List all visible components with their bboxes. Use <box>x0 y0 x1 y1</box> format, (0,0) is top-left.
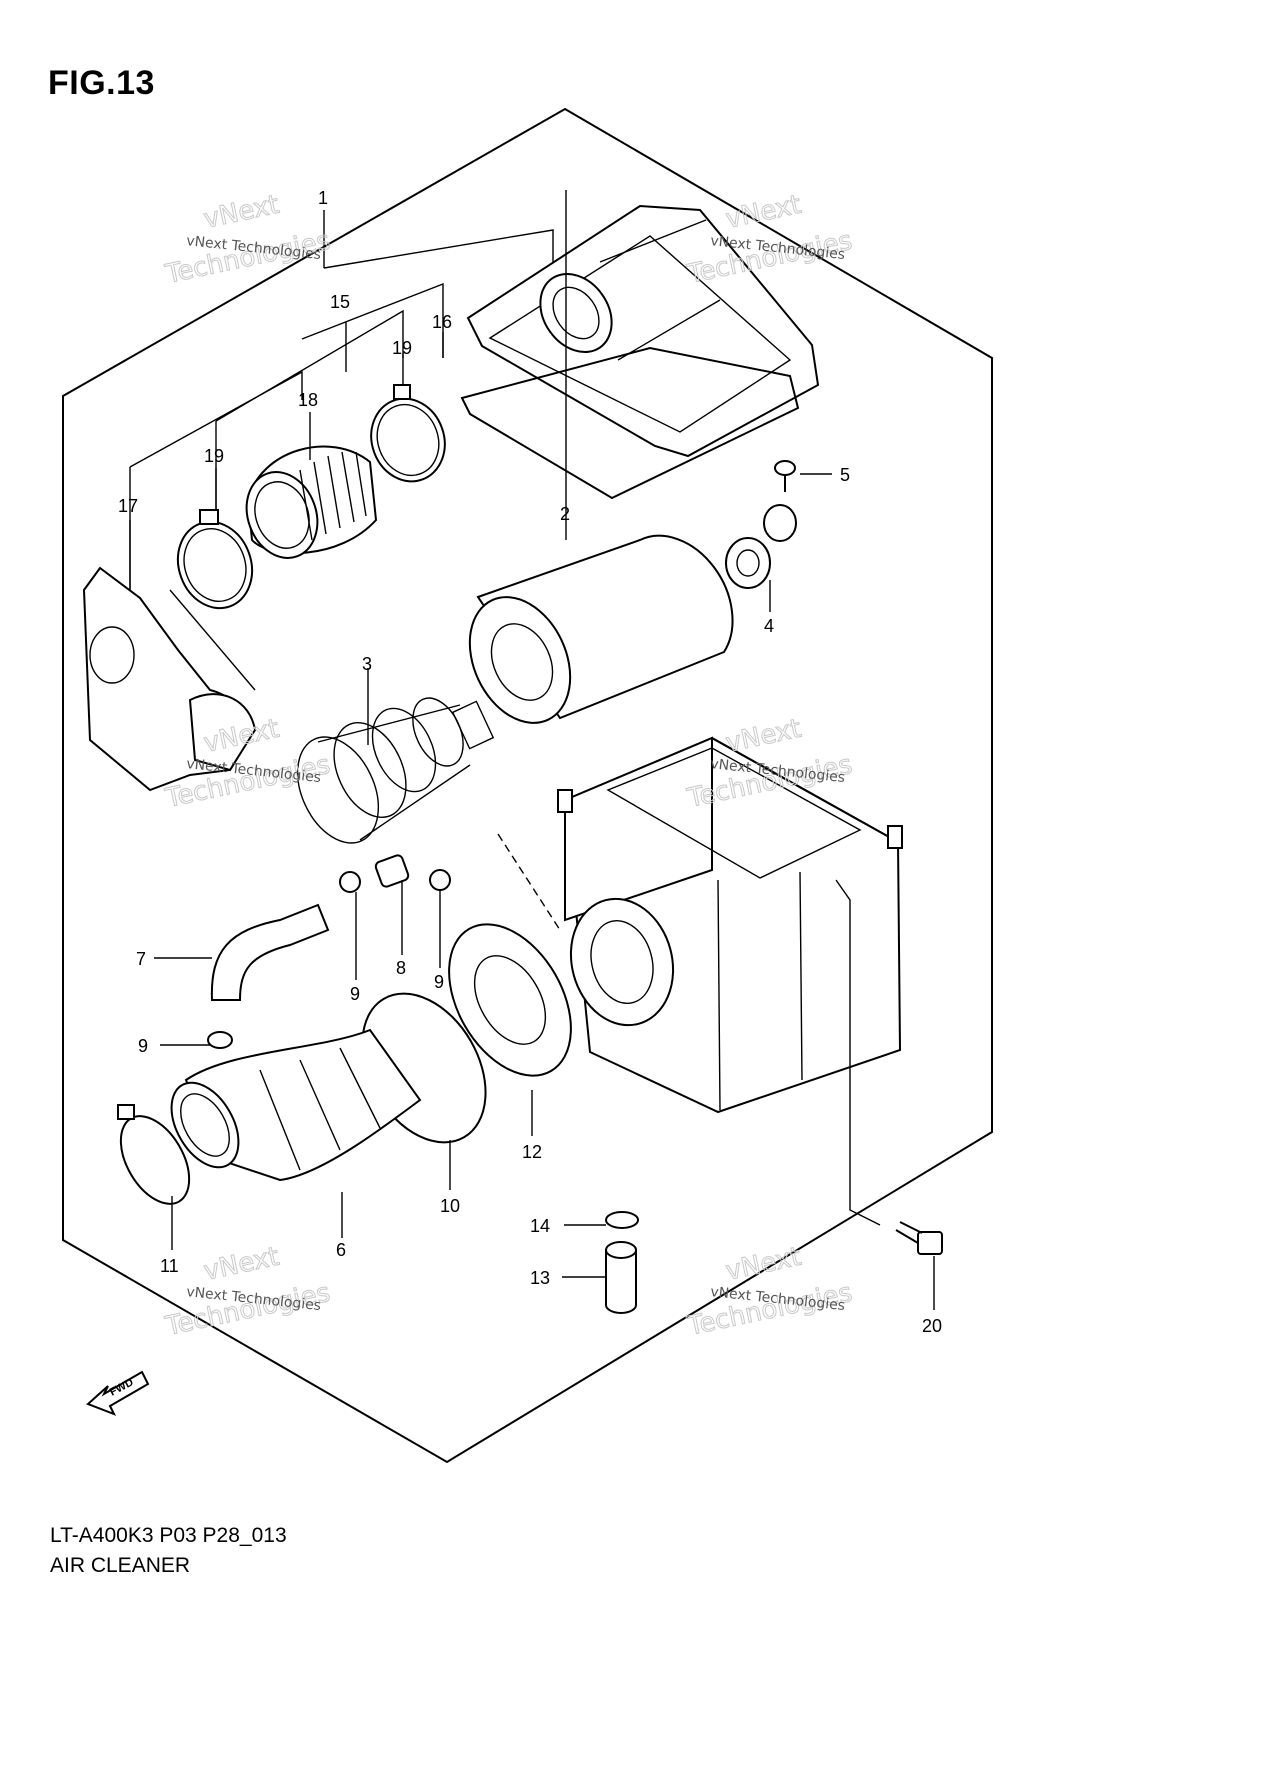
hose-joint <box>374 854 410 888</box>
clip-9-a <box>339 871 361 893</box>
inlet-tube <box>170 1028 422 1182</box>
clamp-11 <box>117 1104 191 1205</box>
outlet-duct <box>82 566 257 792</box>
callout-17: 17 <box>118 496 138 516</box>
callout-14: 14 <box>530 1216 550 1236</box>
drain-cap-13 <box>605 1241 637 1314</box>
svg-text:vNext: vNext <box>723 190 804 235</box>
watermark-bottom-right: vNext Technologies vNext Technologies <box>684 1241 856 1342</box>
filter-cage <box>296 697 495 844</box>
figure-title: FIG.13 <box>48 64 155 102</box>
callout-11: 11 <box>160 1256 179 1276</box>
svg-text:vNext: vNext <box>201 1242 282 1287</box>
callout-2: 2 <box>560 504 570 524</box>
air-cleaner-case <box>557 736 903 1114</box>
intake-screen <box>448 923 572 1077</box>
clamp-19-right <box>370 384 446 483</box>
air-filter-element <box>468 534 734 724</box>
clip-9-c <box>207 1031 233 1049</box>
callout-6: 6 <box>336 1240 346 1260</box>
callout-19-a: 19 <box>204 446 224 466</box>
forward-arrow-icon: FWD <box>86 1370 150 1416</box>
svg-text:vNext: vNext <box>723 1242 804 1287</box>
breather-hose <box>210 903 330 1001</box>
assembly-name: AIR CLEANER <box>50 1554 191 1577</box>
clip-14 <box>605 1211 639 1229</box>
air-cleaner-cap <box>466 204 820 458</box>
watermark-bottom-left: vNext Technologies vNext Technologies <box>162 1241 334 1342</box>
model-code: LT-A400K3 P03 P28_013 <box>50 1524 287 1547</box>
callout-9-a: 9 <box>350 984 360 1004</box>
assembly-boundary <box>62 107 993 1464</box>
callout-3: 3 <box>362 654 372 674</box>
callout-12: 12 <box>522 1142 542 1162</box>
svg-text:vNext: vNext <box>723 714 804 759</box>
leader-lines <box>129 190 935 1310</box>
callout-20: 20 <box>922 1316 942 1336</box>
callout-7: 7 <box>136 949 146 969</box>
clip-9-b <box>429 869 451 891</box>
callout-labels: 1 2 3 4 5 6 7 8 9 9 9 10 11 12 13 14 15 … <box>118 188 942 1336</box>
callout-10: 10 <box>440 1196 460 1216</box>
callout-9-b: 9 <box>434 972 444 992</box>
callout-4: 4 <box>764 616 774 636</box>
callout-13: 13 <box>530 1268 550 1288</box>
callout-9-c: 9 <box>138 1036 148 1056</box>
watermark-top-right: vNext Technologies vNext Technologies <box>684 189 856 290</box>
diagram-caption: LT-A400K3 P03 P28_013 AIR CLEANER <box>50 1521 287 1581</box>
callout-5: 5 <box>840 465 850 485</box>
callout-1: 1 <box>318 188 328 208</box>
svg-text:vNext: vNext <box>201 190 282 235</box>
callout-16: 16 <box>432 312 452 332</box>
callout-15: 15 <box>330 292 350 312</box>
intake-bellows <box>245 445 378 559</box>
callout-19-b: 19 <box>392 338 412 358</box>
cap-seal <box>460 346 800 500</box>
drain-plug-4 <box>725 504 797 589</box>
screw-5 <box>774 460 796 492</box>
callout-18: 18 <box>298 390 318 410</box>
bolt-20 <box>895 1221 943 1255</box>
watermark-top-left: vNext Technologies vNext Technologies <box>162 189 334 290</box>
clamp-19-left <box>176 509 254 610</box>
callout-8: 8 <box>396 958 406 978</box>
